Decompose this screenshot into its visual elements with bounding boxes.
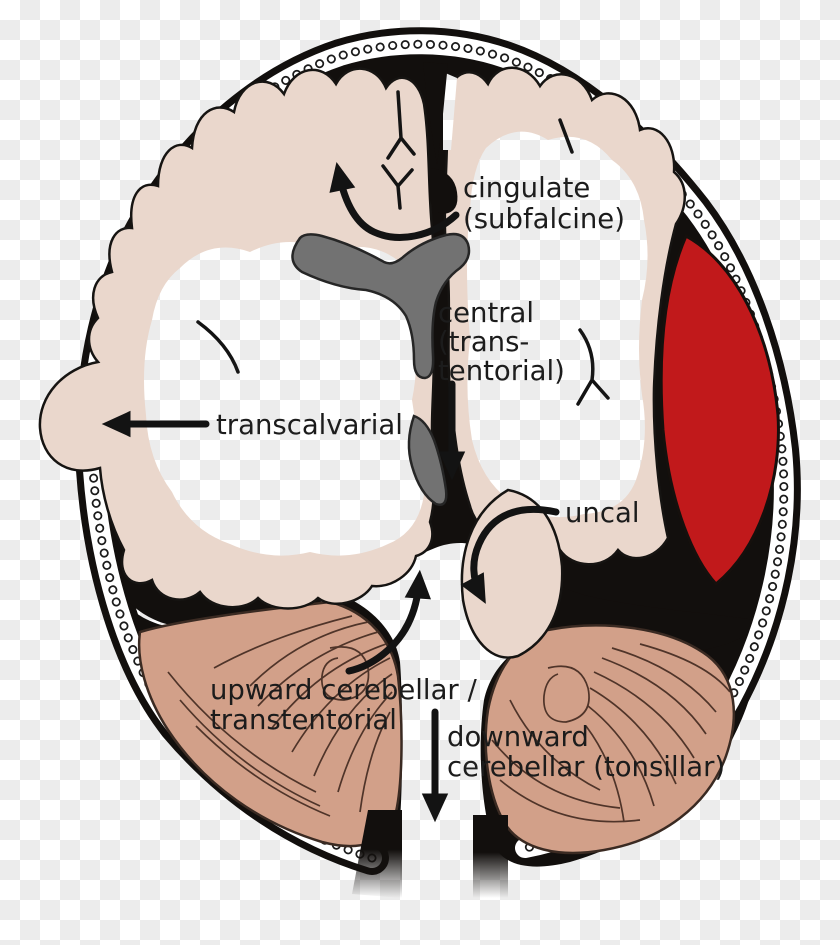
herniation-arrows (101, 161, 560, 823)
epidural-hematoma (659, 233, 780, 587)
cingulate-sulcus-blotch (429, 168, 458, 214)
labels: cingulate (subfalcine) central (trans- t… (210, 172, 725, 783)
label-cingulate-line1: cingulate (463, 172, 590, 204)
label-downward-line2: cerebellar (tonsillar) (447, 751, 725, 783)
label-downward-line1: downward (447, 721, 589, 753)
label-transcalvarial: transcalvarial (216, 409, 403, 441)
third-ventricle-brainstem (407, 414, 448, 506)
cerebellum-right (484, 624, 736, 855)
cerebellum-left-folia (167, 615, 393, 817)
cerebellum-left (137, 600, 403, 848)
label-upward-line2: transtentorial (210, 704, 397, 736)
spinal-column-fade-left (352, 810, 402, 898)
cerebrum-left-interior-space (144, 242, 424, 556)
upward-cerebellar-arrow (345, 569, 431, 675)
label-central-line2: (trans- (438, 326, 529, 358)
falx-cerebri (423, 62, 448, 164)
label-central-line3: tentorial) (438, 355, 565, 387)
cortical-sulci-lines (196, 90, 610, 406)
label-central-line1: central (438, 297, 534, 329)
cerebellum-right-folia (491, 643, 731, 823)
interhemispheric-fissure-space (443, 72, 457, 150)
label-uncal: uncal (565, 497, 639, 529)
tentorium-right (510, 544, 756, 652)
cerebrum-right-interior-space (467, 131, 648, 518)
spinal-column-fade-right (473, 815, 508, 898)
cingulate-arrow (329, 161, 460, 241)
label-upward-line1: upward cerebellar / (210, 674, 477, 706)
skull-trabeculae-dots-inner (89, 41, 787, 861)
uncal-arrow (460, 505, 560, 604)
label-cingulate-line2: (subfalcine) (463, 203, 625, 235)
lateral-ventricles (291, 232, 471, 380)
